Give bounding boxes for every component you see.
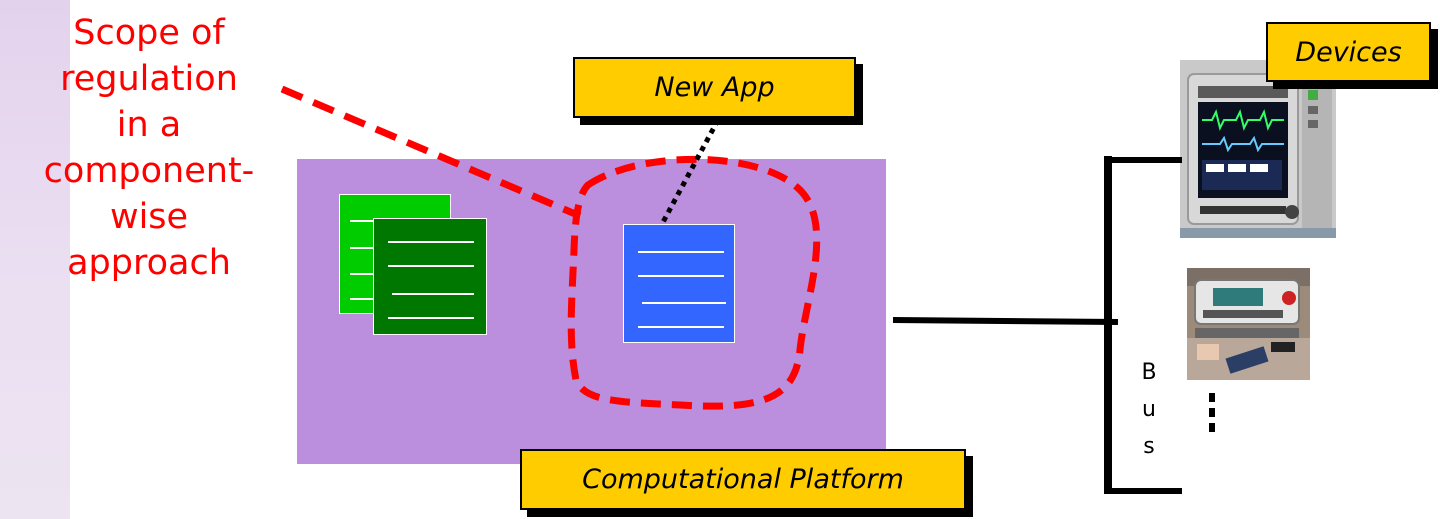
new-app-callout: New App (573, 57, 856, 118)
scope-label-line: in a (116, 105, 182, 145)
new-app-pointer-dotted-line (659, 118, 721, 226)
bus-label-letter: B (1141, 360, 1157, 385)
platform-bus-connector (892, 317, 1119, 325)
bus-label: B u s (1137, 354, 1161, 465)
document-line (642, 302, 726, 304)
infusion-pump-device-image (1187, 268, 1310, 380)
patient-monitor-device-image (1180, 60, 1336, 238)
scope-label-line: component- (43, 151, 255, 191)
devices-callout: Devices (1266, 22, 1431, 82)
scope-of-regulation-label: Scope of regulation in a component- wise… (10, 10, 288, 286)
regulation-scope-boundary (567, 155, 821, 410)
more-devices-dot (1209, 408, 1215, 417)
scope-label-line: Scope of (73, 13, 225, 53)
document-line (388, 241, 474, 243)
bus-label-letter: u (1142, 397, 1156, 422)
document-line (638, 326, 724, 328)
document-line (388, 317, 474, 319)
scope-label-line: regulation (60, 59, 238, 99)
computational-platform-callout: Computational Platform (520, 449, 966, 510)
left-decor-band (0, 0, 70, 519)
more-devices-dot (1209, 423, 1215, 432)
document-line (638, 275, 724, 277)
pump-icon (1187, 268, 1310, 380)
document-line (638, 251, 724, 253)
scope-pointer-dashed-line (280, 85, 582, 220)
document-line (392, 293, 474, 295)
new-app-document-icon (623, 224, 735, 343)
more-devices-dot (1209, 393, 1215, 402)
scope-label-line: approach (67, 243, 231, 283)
existing-app-document-icon (373, 218, 487, 335)
bus-label-letter: s (1143, 434, 1155, 459)
document-line (388, 265, 474, 267)
scope-label-line: wise (109, 197, 189, 237)
monitor-icon (1180, 60, 1336, 238)
